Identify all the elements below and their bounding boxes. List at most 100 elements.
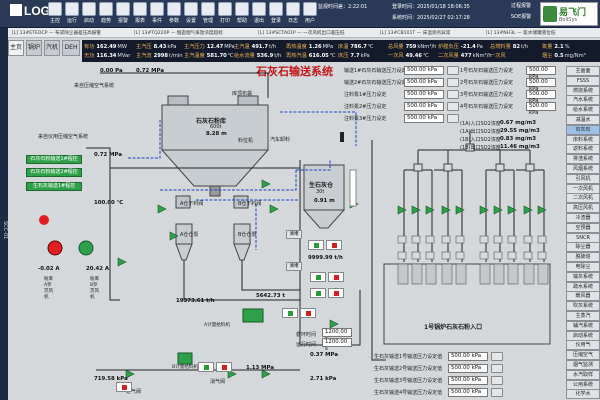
right-nav-item[interactable]: 冷渣器	[566, 213, 600, 223]
right-nav-item[interactable]: 排渣系统	[566, 154, 600, 165]
right-nav-item[interactable]: 主画面	[566, 66, 600, 76]
tab-boiler[interactable]: 锅炉	[26, 40, 42, 56]
right-nav-item[interactable]: 风烟系统	[566, 164, 600, 174]
right-setpoint-input[interactable]: 500.00 kPa	[526, 66, 556, 80]
toolbar-button[interactable]	[133, 2, 147, 16]
right-nav-item[interactable]: 汽水系统	[566, 95, 600, 106]
setpoint-input[interactable]: 500.00 kPa	[404, 90, 444, 99]
right-nav-item[interactable]: 输灰系统	[566, 271, 600, 282]
start-button-5[interactable]	[198, 362, 214, 372]
right-nav-item[interactable]: 空预器	[566, 222, 600, 233]
setpoint-set-button[interactable]	[447, 114, 459, 123]
stop-button-3[interactable]	[328, 288, 344, 298]
right-nav-item[interactable]: 一次风机	[566, 183, 600, 194]
temperature: 100.00 ℃	[94, 200, 124, 206]
right-nav-item[interactable]: 燃烧系统	[566, 85, 600, 96]
toolbar-label: 帮助	[236, 18, 247, 24]
right-nav-item[interactable]: 仪用气	[566, 340, 600, 351]
right-nav-item[interactable]: 吹灰系统	[566, 301, 600, 312]
right-nav-item[interactable]: 除尘器	[566, 242, 600, 253]
toolbar-button[interactable]	[65, 2, 79, 16]
alarm-bar[interactable]: [L] 13#ETEOCP — 布袋除尘器差压高报警 [L] 13#TQ220P…	[8, 28, 600, 38]
right-nav-item[interactable]: 高压风机	[566, 203, 600, 214]
setpoint-input[interactable]: 500.00 kPa	[404, 114, 444, 123]
right-setpoint-input[interactable]: 500.00 kPa	[526, 102, 556, 116]
toolbar-button[interactable]	[82, 2, 96, 16]
right-setpoint-input[interactable]: 500.00 kPa	[526, 78, 556, 92]
right-nav-item[interactable]: 烟气监测	[566, 360, 600, 370]
right-nav-item[interactable]: 减温水	[566, 115, 600, 125]
setpoint-set-button[interactable]	[447, 78, 459, 87]
toolbar-button[interactable]	[184, 2, 198, 16]
lime-setpoint-set-button[interactable]	[491, 364, 503, 373]
right-nav-item[interactable]: 返料系统	[566, 144, 600, 155]
right-nav-item[interactable]: 主蒸汽	[566, 311, 600, 321]
lime-setpoint-label: 生石灰输送1号输送压力设定值	[374, 354, 443, 360]
stop-button-5[interactable]	[216, 362, 232, 372]
toolbar-button[interactable]	[235, 2, 249, 16]
right-nav-item[interactable]: FSSS	[566, 75, 600, 86]
setpoint-set-button[interactable]	[447, 90, 459, 99]
lime-setpoint-input[interactable]: 500.00 kPa	[448, 364, 488, 373]
right-nav-item[interactable]: 暖风器	[566, 291, 600, 302]
right-nav-item[interactable]: 石灰石	[566, 124, 600, 135]
lime-setpoint-input[interactable]: 500.00 kPa	[448, 376, 488, 385]
right-nav-item[interactable]: 化学水	[566, 389, 600, 400]
right-nav-item[interactable]: 启动系统	[566, 330, 600, 341]
lime-setpoint-set-button[interactable]	[491, 376, 503, 385]
program-button-3[interactable]: 生石灰输送1#程控	[26, 182, 82, 191]
run-time-input[interactable]: 1200.00 s	[322, 338, 352, 352]
toolbar-button[interactable]	[48, 2, 62, 16]
tab-deh[interactable]: DEH	[62, 40, 80, 56]
right-nav-item[interactable]: 二次风机	[566, 193, 600, 204]
setpoint-set-button[interactable]	[447, 66, 459, 75]
setpoint-input[interactable]: 500.00 kPa	[404, 78, 444, 87]
stop-button-2[interactable]	[328, 272, 344, 282]
right-nav-item[interactable]: 脱硫塔	[566, 252, 600, 263]
setpoint-set-button[interactable]	[447, 102, 459, 111]
lime-setpoint-set-button[interactable]	[491, 352, 503, 361]
lime-setpoint-set-button[interactable]	[491, 388, 503, 397]
toolbar-button[interactable]	[150, 2, 164, 16]
toolbar-button[interactable]	[286, 2, 300, 16]
toolbar-button[interactable]	[201, 2, 215, 16]
right-setpoint-input[interactable]: 500.00 kPa	[526, 90, 556, 104]
right-nav-item[interactable]: 床料系统	[566, 134, 600, 145]
right-nav-item[interactable]: SNCR	[566, 232, 600, 243]
lime-setpoint-input[interactable]: 500.00 kPa	[448, 388, 488, 397]
toolbar-button[interactable]	[99, 2, 113, 16]
stop-button-1[interactable]	[326, 240, 342, 250]
toolbar-button[interactable]	[269, 2, 283, 16]
right-nav-item[interactable]: 给水系统	[566, 105, 600, 116]
right-nav-item[interactable]: 公用系统	[566, 379, 600, 390]
start-button-1[interactable]	[308, 240, 324, 250]
toolbar-button[interactable]	[303, 2, 317, 16]
toolbar-button[interactable]	[218, 2, 232, 16]
start-button-4[interactable]	[282, 308, 298, 318]
tab-turbine[interactable]: 汽机	[44, 40, 60, 56]
setpoint-input[interactable]: 500.00 kPa	[404, 66, 444, 75]
tab-home[interactable]: 主页	[8, 40, 24, 56]
toolbar-button[interactable]	[252, 2, 266, 16]
right-nav-item[interactable]: 电除尘	[566, 262, 600, 272]
start-button-2[interactable]	[310, 272, 326, 282]
lime-setpoint-input[interactable]: 500.00 kPa	[448, 352, 488, 361]
right-nav-item[interactable]: 疏水系统	[566, 281, 600, 292]
cycle-time-input[interactable]: 1200.00 s	[322, 328, 352, 342]
stop-button-4[interactable]	[300, 308, 316, 318]
right-nav-item[interactable]: 引风机	[566, 173, 600, 184]
clear-button-1[interactable]: 清堵	[286, 230, 302, 239]
setpoint-input[interactable]: 500.00 kPa	[404, 102, 444, 111]
right-nav-item[interactable]: 辅汽系统	[566, 320, 600, 331]
stop-button-6[interactable]	[116, 382, 132, 392]
clear-button-2[interactable]: 清堵	[286, 262, 302, 271]
program-button-2[interactable]: 石灰石粉输送2#程控	[26, 168, 82, 177]
start-button-3[interactable]	[310, 288, 326, 298]
program-button-1[interactable]: 石灰石粉输送1#程控	[26, 155, 82, 164]
right-nav-item[interactable]: 压缩空气	[566, 350, 600, 361]
right-nav-item[interactable]: 水汽取样	[566, 369, 600, 380]
toolbar-button[interactable]	[167, 2, 181, 16]
toolbar-button[interactable]	[116, 2, 130, 16]
